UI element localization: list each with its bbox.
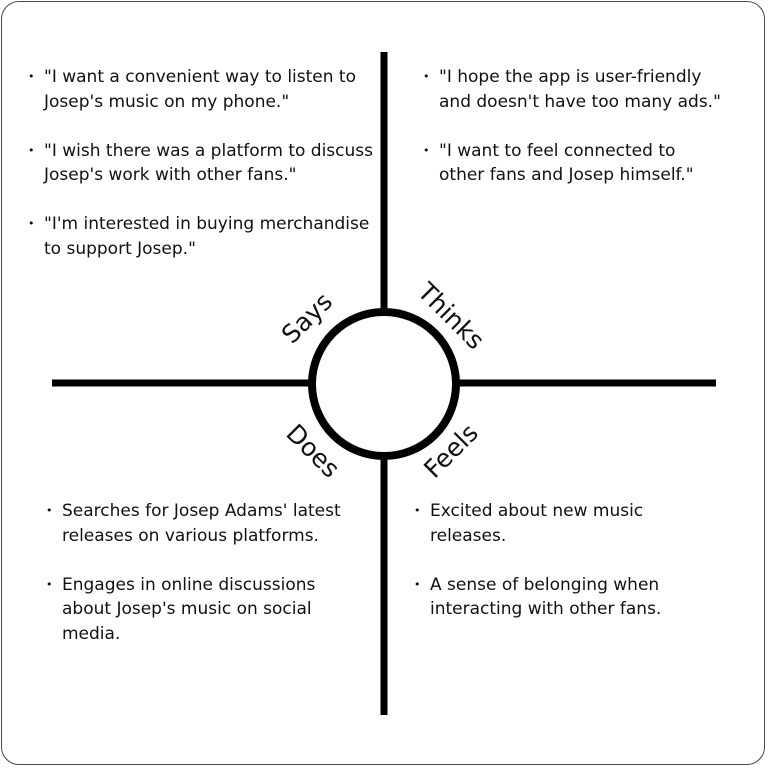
- thinks-quadrant: "I hope the app is user-friendly and doe…: [423, 65, 723, 212]
- feels-item: A sense of belonging when interacting wi…: [414, 573, 714, 622]
- thinks-item: "I hope the app is user-friendly and doe…: [423, 65, 723, 114]
- does-quadrant: Searches for Josep Adams' latest release…: [46, 499, 346, 671]
- says-item: "I'm interested in buying merchandise to…: [28, 212, 373, 261]
- says-quadrant: "I want a convenient way to listen to Jo…: [28, 65, 373, 286]
- does-item: Engages in online discussions about Jose…: [46, 573, 346, 647]
- feels-item: Excited about new music releases.: [414, 499, 714, 548]
- feels-quadrant: Excited about new music releases. A sens…: [414, 499, 714, 646]
- says-item: "I want a convenient way to listen to Jo…: [28, 65, 373, 114]
- center-circle: [308, 308, 460, 460]
- says-item: "I wish there was a platform to discuss …: [28, 139, 373, 188]
- thinks-item: "I want to feel connected to other fans …: [423, 139, 723, 188]
- does-item: Searches for Josep Adams' latest release…: [46, 499, 346, 548]
